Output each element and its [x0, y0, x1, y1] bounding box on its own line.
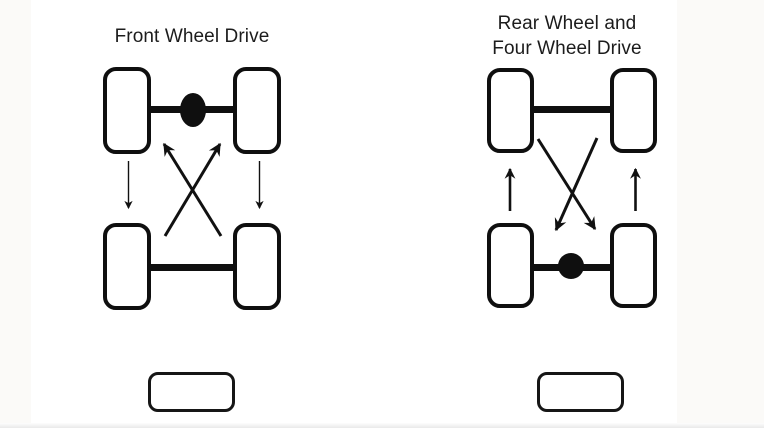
bottom-edge-band — [0, 423, 764, 428]
fwd-rear-right-tire-icon — [233, 223, 281, 310]
rwd-title-line2: Four Wheel Drive — [492, 38, 642, 59]
rwd-rear-right-tire-icon — [610, 223, 657, 308]
fwd-front-right-tire-icon — [233, 67, 281, 154]
rwd-front-right-tire-icon — [610, 68, 657, 153]
rwd-rear-differential-icon — [558, 253, 584, 279]
rwd-title-line1: Rear Wheel and — [497, 13, 637, 34]
fwd-cross-arrow-up-right-icon — [163, 142, 222, 237]
rwd-front-left-tire-icon — [487, 68, 534, 153]
rwd-rear-left-tire-icon — [487, 223, 534, 308]
left-edge-band — [0, 0, 31, 428]
fwd-rear-left-tire-icon — [103, 223, 151, 310]
fwd-front-differential-icon — [180, 93, 206, 127]
fwd-spare-tire-icon — [148, 372, 235, 412]
right-edge-band — [677, 0, 764, 428]
rwd-spare-tire-icon — [537, 372, 624, 412]
rwd-cross-arrow-down-right-icon — [536, 138, 597, 231]
fwd-cross-arrow-up-left-icon — [162, 142, 223, 237]
fwd-rear-axle — [150, 264, 235, 271]
rwd-front-axle — [532, 106, 612, 113]
rwd-cross-arrow-down-left-icon — [554, 137, 599, 232]
fwd-front-left-tire-icon — [103, 67, 151, 154]
rwd-title: Rear Wheel and Four Wheel Drive — [467, 11, 667, 61]
fwd-title: Front Wheel Drive — [114, 26, 270, 47]
